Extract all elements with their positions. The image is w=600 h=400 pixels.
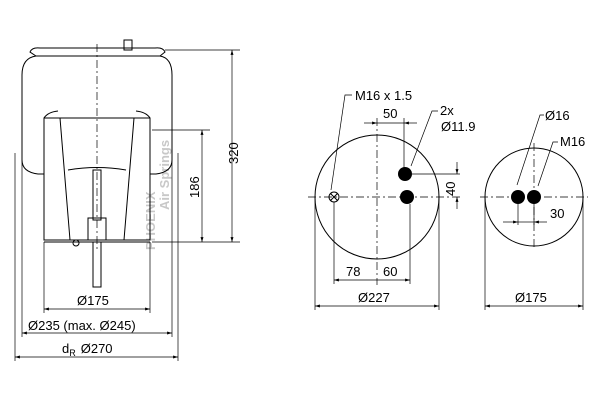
- svg-text:Air Springs: Air Springs: [157, 140, 172, 210]
- thread-label: M16 x 1.5: [355, 88, 412, 103]
- hole: [400, 190, 414, 204]
- holes-dia: Ø11.9: [441, 119, 475, 134]
- top-plate: [29, 47, 166, 57]
- dia-175-bottom: Ø175: [515, 290, 547, 305]
- dia-227: Ø227: [358, 290, 390, 305]
- dim-50: 50: [383, 106, 397, 121]
- hole: [398, 167, 412, 181]
- top-plate-view: M16 x 1.5 2x Ø11.9 50 40 78 60 Ø227: [308, 88, 475, 310]
- hole: [511, 190, 525, 204]
- dim-30: 30: [550, 206, 564, 221]
- hole-dia-16: Ø16: [545, 108, 570, 123]
- thread-m16: M16: [560, 134, 585, 149]
- piston-left: [43, 117, 71, 241]
- dim-60: 60: [383, 264, 397, 279]
- height-320: 320: [226, 142, 241, 164]
- holes-count: 2x: [440, 103, 454, 118]
- bottom-view: Ø16 M16 30 Ø175: [480, 108, 588, 310]
- air-connector: [123, 39, 133, 51]
- dia-235: Ø235 (max. Ø245): [28, 318, 136, 333]
- phoenix-watermark-logo: PHOENIX Air Springs: [143, 140, 172, 250]
- bellows: [21, 55, 173, 175]
- hole: [527, 190, 541, 204]
- dim-78: 78: [346, 264, 360, 279]
- height-186: 186: [187, 176, 202, 198]
- dia-175: Ø175: [77, 293, 109, 308]
- dim-40: 40: [443, 182, 458, 196]
